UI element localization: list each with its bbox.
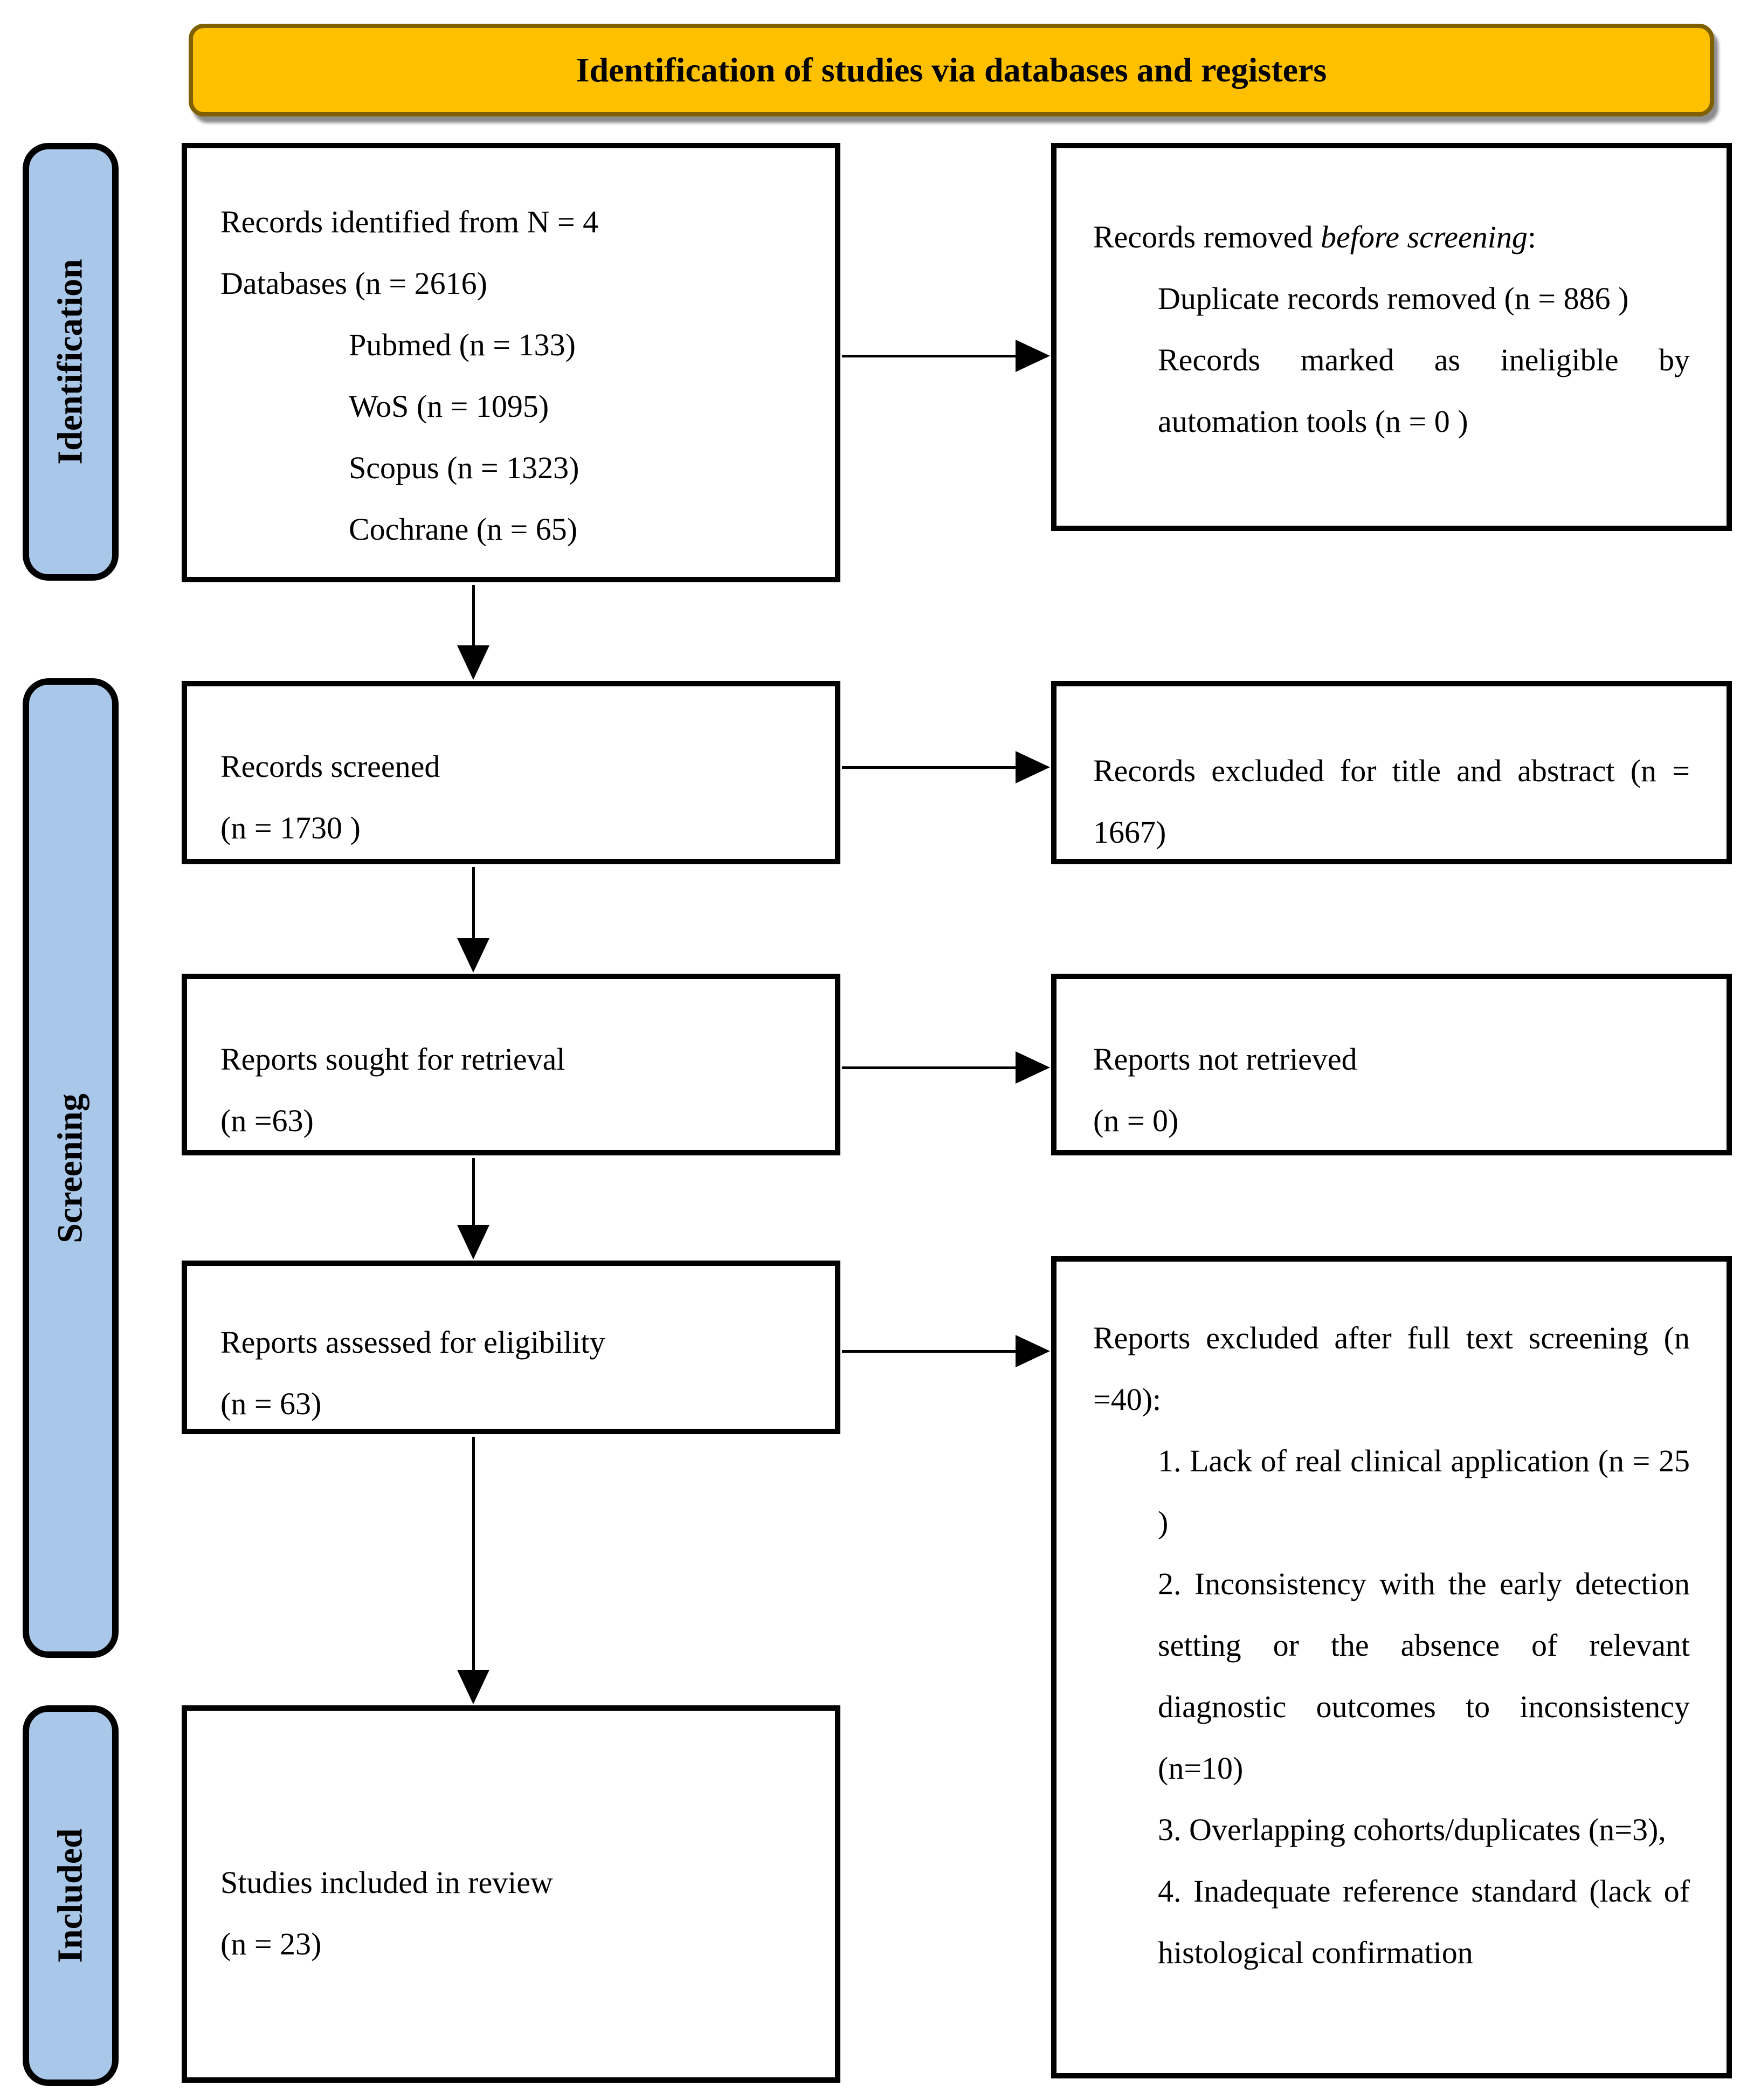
text-line: 3. Overlapping cohorts/duplicates (n=3), (1158, 1812, 1666, 1847)
arrowhead-down-icon (457, 938, 489, 973)
arrow-line (472, 1437, 475, 1673)
reports-not-retrieved-line2: (n = 0) (1093, 1103, 1179, 1138)
arrow-line (472, 1158, 475, 1228)
text-line: Pubmed (n = 133) (349, 327, 576, 362)
stage-included: Included (23, 1705, 119, 2086)
studies-included-line2: (n = 23) (220, 1926, 322, 1961)
box-records-identified: Records identified from N = 4 Databases … (182, 143, 840, 582)
arrow-line (842, 1066, 1019, 1069)
box-reports-excluded-fulltext: Reports excluded after full text screeni… (1051, 1256, 1732, 2078)
records-removed-intro-italic: before screening (1320, 219, 1528, 254)
records-identified-databases: Pubmed (n = 133) WoS (n = 1095) Scopus (n … (220, 314, 805, 560)
stage-identification-label: Identification (51, 259, 90, 465)
text-line: Cochrane (n = 65) (349, 512, 578, 547)
studies-included-line1: Studies included in review (220, 1865, 553, 1900)
box-records-screened: Records screened (n = 1730 ) (182, 681, 840, 864)
arrowhead-down-icon (457, 645, 489, 680)
flow-banner: Identification of studies via databases … (189, 24, 1714, 116)
records-removed-intro: Records removed before screening: (1093, 206, 1690, 268)
arrow-line (472, 585, 475, 649)
box-records-removed: Records removed before screening: Duplic… (1051, 143, 1732, 531)
stage-identification: Identification (23, 143, 119, 581)
text-line: 2. Inconsistency with the early detectio… (1158, 1566, 1690, 1786)
reports-sought-line1: Reports sought for retrieval (220, 1042, 565, 1077)
reports-assessed-line1: Reports assessed for eligibility (220, 1325, 605, 1360)
text-line: 1. Lack of real clinical application (n … (1158, 1443, 1690, 1540)
records-removed-intro-prefix: Records removed (1093, 219, 1321, 254)
reports-not-retrieved-line1: Reports not retrieved (1093, 1042, 1357, 1077)
records-screened-line1: Records screened (220, 749, 440, 784)
arrow-line (842, 766, 1019, 769)
reports-assessed-line2: (n = 63) (220, 1386, 322, 1421)
arrowhead-down-icon (457, 1225, 489, 1259)
arrow-line (472, 867, 475, 939)
flow-banner-title: Identification of studies via databases … (576, 51, 1327, 89)
reports-excluded-items: 1. Lack of real clinical application (n … (1093, 1430, 1690, 1984)
text-line: 4. Inadequate reference standard (lack o… (1158, 1874, 1690, 1970)
records-excluded-text: Records excluded for title and abstract … (1093, 753, 1690, 850)
arrowhead-right-icon (1016, 1335, 1050, 1367)
stage-included-label: Included (51, 1828, 90, 1963)
text-line: Records marked as ineligible by automati… (1158, 342, 1690, 439)
stage-screening-label: Screening (51, 1093, 91, 1243)
arrowhead-down-icon (457, 1670, 489, 1704)
records-removed-items: Duplicate records removed (n = 886 ) Reco… (1093, 268, 1690, 452)
box-reports-not-retrieved: Reports not retrieved (n = 0) (1051, 974, 1732, 1155)
records-screened-line2: (n = 1730 ) (220, 810, 361, 845)
box-studies-included: Studies included in review (n = 23) (182, 1705, 840, 2083)
reports-excluded-header: Reports excluded after full text screeni… (1093, 1320, 1690, 1417)
stage-screening: Screening (23, 678, 119, 1658)
arrow-line (842, 355, 1019, 357)
box-reports-sought: Reports sought for retrieval (n =63) (182, 974, 840, 1155)
box-reports-assessed: Reports assessed for eligibility (n = 63… (182, 1261, 840, 1434)
reports-sought-line2: (n =63) (220, 1103, 314, 1138)
box-records-excluded-title-abstract: Records excluded for title and abstract … (1051, 681, 1732, 864)
text-line: Duplicate records removed (n = 886 ) (1158, 281, 1629, 316)
text-line: WoS (n = 1095) (349, 389, 549, 424)
records-removed-intro-suffix: : (1527, 219, 1536, 254)
records-identified-line1: Records identified from N = 4 (220, 204, 599, 239)
records-identified-line2: Databases (n = 2616) (220, 266, 487, 301)
text-line: Scopus (n = 1323) (349, 450, 579, 485)
arrow-line (842, 1350, 1019, 1353)
arrowhead-right-icon (1016, 1051, 1050, 1084)
arrowhead-right-icon (1016, 340, 1050, 372)
arrowhead-right-icon (1016, 751, 1050, 783)
